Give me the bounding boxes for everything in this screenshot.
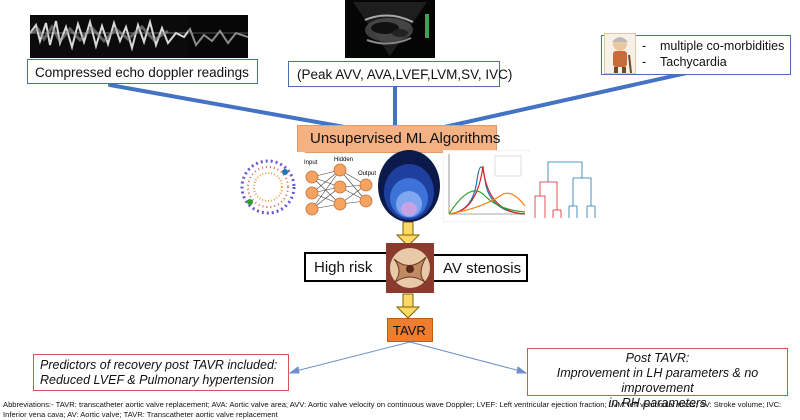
nn-output-label: Output: [358, 171, 376, 177]
predictors-box: Predictors of recovery post TAVR include…: [33, 354, 289, 391]
av-stenosis-box: AV stenosis: [427, 254, 528, 282]
circular-cluster-plot-image: [230, 152, 305, 222]
echo-doppler-image: [30, 15, 248, 58]
predictors-heading: Predictors of recovery post TAVR include…: [40, 358, 278, 372]
down-arrow-1: [395, 221, 421, 247]
dendrogram-image: [527, 152, 598, 222]
predictors-detail: Reduced LVEF & Pulmonary hypertension: [40, 373, 274, 387]
nested-ai-circles-image: [377, 148, 442, 223]
elderly-patient-icon: [603, 32, 637, 75]
echo-connector: [108, 83, 352, 130]
comorbidity-item: Tachycardia: [642, 54, 790, 70]
post-tavr-heading: Post TAVR:: [625, 351, 690, 365]
post-tavr-line-2: in RH parameters: [608, 396, 707, 410]
echocardiogram-image: [345, 0, 435, 58]
aortic-valve-image: [386, 243, 434, 293]
post-tavr-line-1: Improvement in LH parameters & no improv…: [556, 366, 759, 395]
high-risk-box: High risk: [304, 252, 393, 282]
comorbidity-item: multiple co-morbidities: [642, 38, 790, 54]
probability-curves-image: [442, 149, 530, 223]
ml-algorithms-box: Unsupervised ML Algorithms: [297, 125, 500, 153]
echo-parameters-label: (Peak AVV, AVA,LVEF,LVM,SV, IVC): [288, 61, 512, 87]
post-tavr-box: Post TAVR: Improvement in LH parameters …: [527, 348, 788, 410]
comorbidity-connector: [438, 68, 702, 130]
nn-hidden-label: Hidden: [334, 157, 353, 163]
arrow-to-predictors: [291, 341, 411, 373]
tavr-box: TAVR: [387, 318, 433, 342]
neural-network-image: Input Hidden Output: [300, 155, 380, 225]
nn-input-label: Input: [304, 160, 318, 166]
arrow-to-post-tavr: [409, 341, 525, 373]
abbreviations-footnote: Abbreviations:- TAVR: transcatheter aort…: [3, 400, 782, 419]
down-arrow-2: [395, 293, 421, 319]
echo-doppler-label: Compressed echo doppler readings: [27, 59, 258, 84]
